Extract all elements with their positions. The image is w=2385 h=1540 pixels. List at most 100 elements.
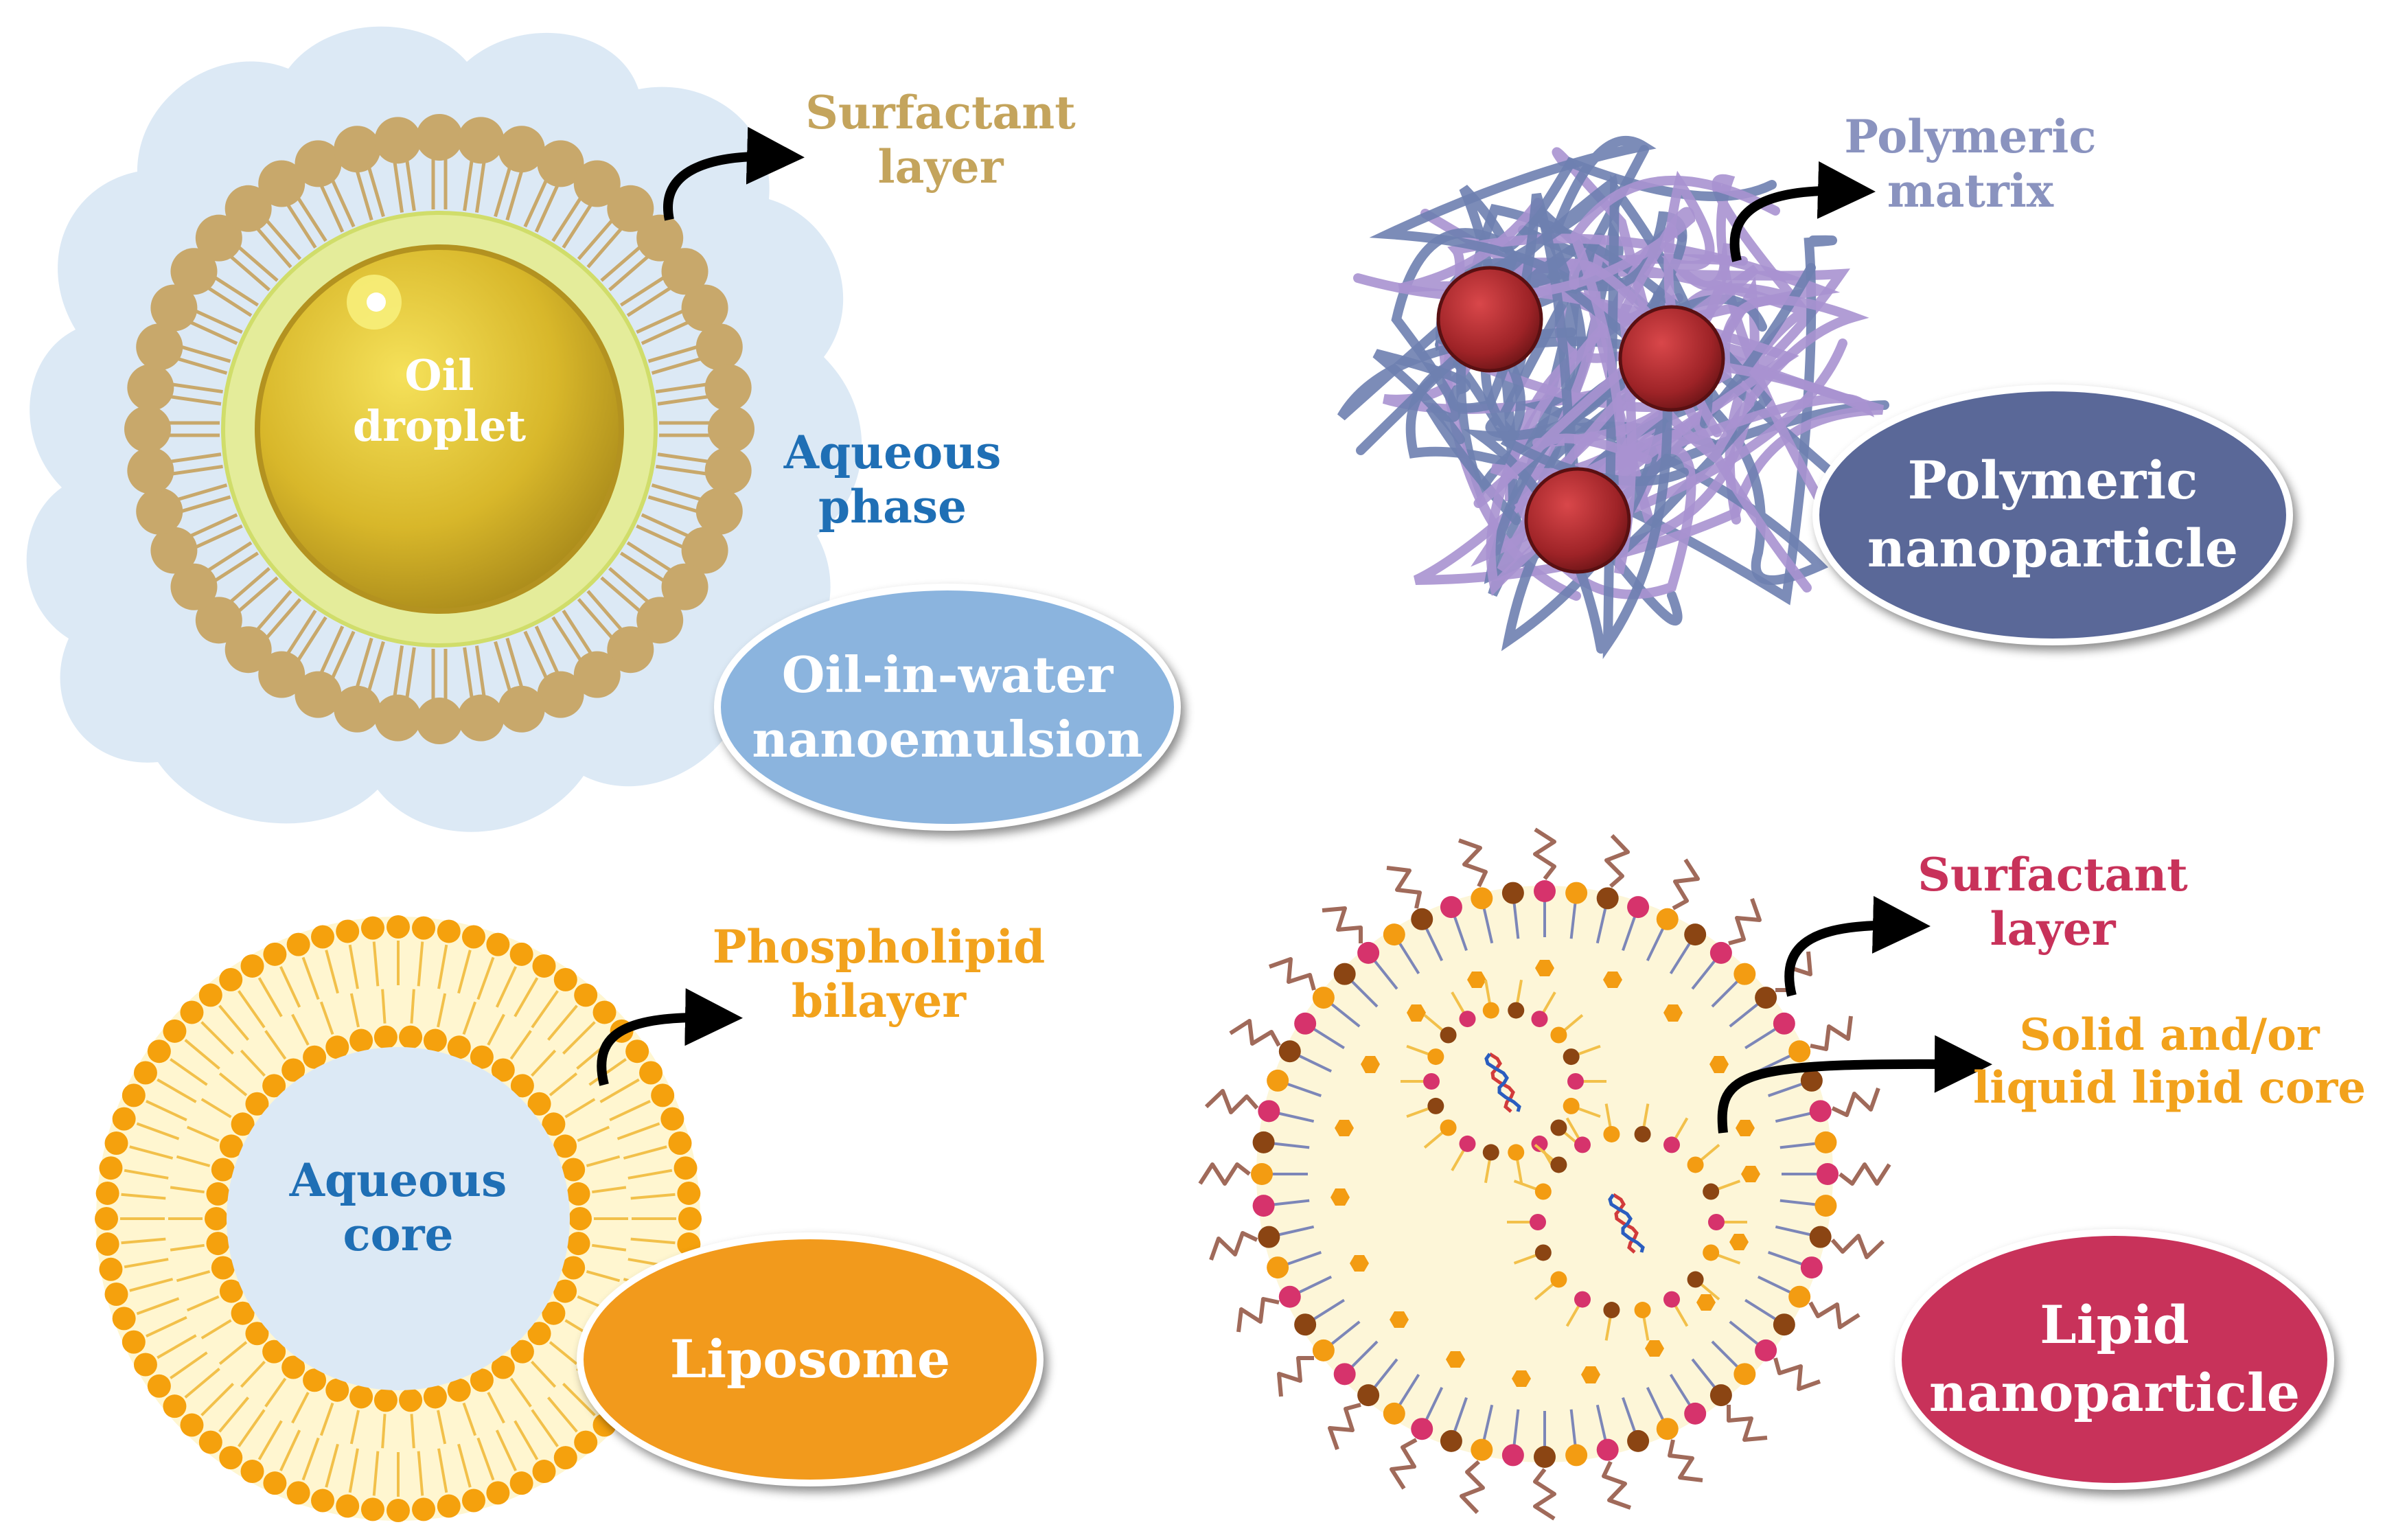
lipid-molecule <box>1696 1294 1716 1311</box>
surfactant-head <box>136 323 183 371</box>
phospholipid-tail <box>462 1001 477 1035</box>
phospholipid-head <box>510 1340 534 1364</box>
phospholipid-tail <box>617 1122 660 1140</box>
surfactant-tail <box>474 645 486 698</box>
surfactant-tail <box>1329 1320 1361 1346</box>
phospholipid-tail <box>170 1186 205 1194</box>
surfactant-head <box>607 185 654 232</box>
phospholipid-head <box>437 1494 461 1518</box>
phospholipid-tail <box>531 990 559 1028</box>
micelle-head <box>1603 1125 1620 1142</box>
surfactant-head <box>334 126 381 173</box>
surfactant-head <box>1278 1040 1301 1063</box>
phospholipid-head <box>219 1134 243 1158</box>
surfactant-tail <box>1691 1358 1717 1390</box>
phospholipid-tail <box>410 989 415 1024</box>
phospholipid-head <box>281 1355 306 1379</box>
micelle-head <box>1574 1136 1591 1153</box>
nanoemulsion-diagram <box>26 26 862 832</box>
surfactant-tail <box>176 356 228 375</box>
phospholipid-tail <box>319 1001 334 1035</box>
micelle-head <box>1563 1097 1580 1114</box>
surfactant-tail <box>171 382 223 394</box>
surfactant-arrow <box>663 126 805 221</box>
surfactant-tail <box>463 647 474 699</box>
phospholipid-tail <box>514 977 539 1018</box>
lipid-molecule <box>1390 1311 1409 1328</box>
micelle-head <box>1550 1119 1567 1136</box>
phospholipid-head <box>412 1497 436 1521</box>
surfactant-tail <box>562 203 593 249</box>
surfactant-head <box>1800 1069 1823 1092</box>
surfactant-head <box>124 406 171 452</box>
phospholipid-head <box>211 1256 235 1280</box>
surfactant-head <box>416 114 463 161</box>
phospholipid-head <box>651 1083 675 1107</box>
surfactant-tail <box>1744 1026 1778 1050</box>
phospholipid-tail <box>562 1021 596 1055</box>
phospholipid-head <box>303 1368 327 1392</box>
phospholipid-head <box>325 1035 349 1059</box>
surfactant-tail <box>255 227 292 268</box>
lipid-molecule <box>1512 1370 1531 1387</box>
surfactant-tail <box>656 382 708 394</box>
phospholipid-tail <box>200 1383 234 1416</box>
phospholipid-tail <box>487 1013 505 1046</box>
phospholipid-head <box>263 1471 287 1495</box>
surfactant-head <box>1294 1012 1317 1035</box>
surfactant-head <box>170 563 218 610</box>
phospholipid-head <box>206 1182 230 1206</box>
phospholipid-head <box>95 1232 119 1256</box>
peg-chain <box>1668 1439 1703 1482</box>
phospholipid-head <box>240 954 264 978</box>
phospholipid-tail <box>462 1402 477 1436</box>
micelle-head <box>1423 1073 1440 1090</box>
phospholipid-tail <box>319 1402 334 1436</box>
surfactant-tail <box>1729 1320 1760 1346</box>
lipid-molecule <box>1467 972 1486 988</box>
phospholipid-head <box>437 919 461 943</box>
surfactant-head <box>224 626 272 674</box>
phospholipid-tail <box>531 1409 559 1447</box>
micelle-head <box>1427 1097 1444 1114</box>
surfactant-head <box>607 626 654 674</box>
phospholipid-head <box>491 1058 515 1082</box>
surfactant-head <box>1294 1313 1317 1336</box>
surfactant-head <box>636 214 684 262</box>
surfactant-head <box>695 487 743 535</box>
surfactant-tail <box>1276 1112 1315 1123</box>
phospholipid-tail <box>240 1360 266 1388</box>
surfactant-layer <box>124 114 754 744</box>
phospholipid-head <box>262 1340 286 1364</box>
micelle-head <box>1531 1011 1548 1028</box>
surfactant-arrow-lnp <box>1784 895 1931 997</box>
phospholipid-head <box>245 1322 269 1346</box>
phospholipid-tail <box>372 941 380 987</box>
lipid-molecule <box>1741 1166 1760 1182</box>
micelle-head <box>1687 1156 1704 1173</box>
lipid-molecule <box>1446 1351 1465 1368</box>
surfactant-tail <box>1569 901 1577 939</box>
lipid-molecule <box>1535 960 1554 976</box>
surfactant-tail <box>586 227 623 268</box>
polymeric-diagram <box>1337 135 1889 660</box>
surfactant-tail <box>619 275 665 307</box>
surfactant-tail <box>641 320 690 345</box>
phospholipid-tail <box>410 1414 415 1449</box>
phospholipid-tail <box>157 1334 197 1359</box>
micelle-head <box>1550 1271 1567 1288</box>
surfactant-head <box>1357 941 1380 964</box>
phospholipid-head <box>219 967 243 991</box>
surfactant-head <box>1252 1195 1275 1217</box>
peg-chain <box>1604 834 1630 888</box>
surfactant-head <box>1733 1363 1756 1386</box>
surfactant-head <box>195 214 242 262</box>
phospholipid-head <box>219 1279 243 1303</box>
phospholipid-head <box>198 1430 222 1454</box>
phospholipid-tail <box>325 1443 339 1488</box>
phospholipid-head <box>568 1207 592 1230</box>
surfactant-head <box>1383 1402 1405 1425</box>
surfactant-tail <box>1767 1082 1805 1097</box>
phospholipid-tail <box>495 966 517 1008</box>
surfactant-tail <box>1729 1002 1760 1028</box>
